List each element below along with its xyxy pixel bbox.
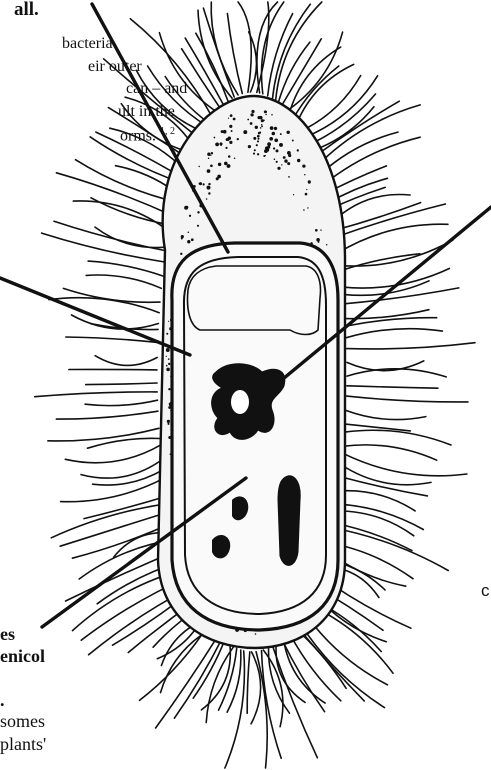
pilus [159, 33, 216, 112]
pilus [247, 652, 250, 713]
pilus [347, 396, 468, 402]
pilus [347, 343, 475, 349]
pilus [344, 445, 437, 460]
body-line: orms. 1, 2 [120, 127, 175, 144]
pilus [345, 430, 451, 445]
pilus [198, 10, 232, 98]
pilus [335, 204, 445, 237]
body-line: eir outer [88, 59, 142, 75]
pilus [340, 477, 427, 496]
pilus [262, 2, 284, 94]
pilus [347, 386, 438, 388]
pilus [63, 288, 160, 302]
pilus [35, 392, 158, 397]
pilus [60, 512, 170, 547]
pilus [227, 650, 241, 712]
pilus [85, 400, 157, 405]
pilus [174, 638, 222, 718]
footnote-reference: 1, 2 [160, 126, 175, 137]
pilus [346, 329, 442, 338]
body-line-text: orms. [120, 127, 156, 144]
pilus [95, 356, 157, 366]
pointer-line-membrane [0, 278, 190, 355]
pilus [73, 201, 170, 232]
heading-ribosomes-line: es [0, 625, 15, 643]
body-line: somes [0, 712, 45, 730]
cell-membrane [172, 243, 338, 630]
text-fragment: c [481, 582, 490, 599]
ribosome-cluster [278, 476, 300, 566]
pilus [219, 648, 237, 710]
pilus [238, 2, 251, 92]
body-line: ult in the [118, 104, 175, 120]
pilus [56, 411, 158, 419]
pilus [86, 275, 161, 288]
pilus [86, 383, 157, 385]
pilus [341, 254, 420, 271]
body-line: plants' [0, 735, 46, 753]
heading-cell-wall: all. [14, 0, 39, 19]
pilus [301, 76, 361, 132]
pilus [332, 195, 410, 223]
pilus [335, 511, 414, 536]
pilus [272, 646, 317, 758]
pilus [88, 438, 160, 448]
pilus [268, 14, 293, 96]
pilus [61, 478, 165, 502]
body-line: can – and [126, 81, 187, 97]
pilus [343, 453, 467, 476]
body-line: bacteria [62, 36, 113, 52]
pilus [211, 2, 238, 95]
pilus [88, 261, 163, 276]
pilus [282, 39, 322, 106]
heading-ribosomes-line: enicol [0, 647, 45, 665]
pilus [338, 224, 448, 253]
pilus [65, 445, 160, 463]
pilus [346, 411, 426, 420]
pilus [338, 491, 415, 511]
heading-ribosomes-line: . [0, 691, 5, 709]
